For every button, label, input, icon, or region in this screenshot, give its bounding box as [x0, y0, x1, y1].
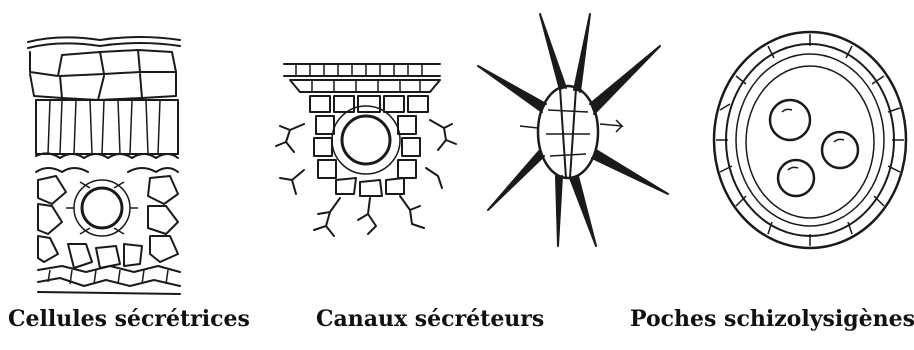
secretory-hair-illustration — [478, 14, 668, 246]
secretory-canal-illustration — [276, 64, 456, 236]
caption-secretory-canals: Canaux sécréteurs — [316, 306, 544, 332]
caption-secretory-cells: Cellules sécrétrices — [8, 306, 250, 332]
schizolysigenous-pocket-illustration — [714, 32, 906, 248]
leaf-section-illustration — [28, 37, 180, 294]
caption-schizolysigenous-pockets: Poches schizolysigènes — [630, 306, 914, 332]
